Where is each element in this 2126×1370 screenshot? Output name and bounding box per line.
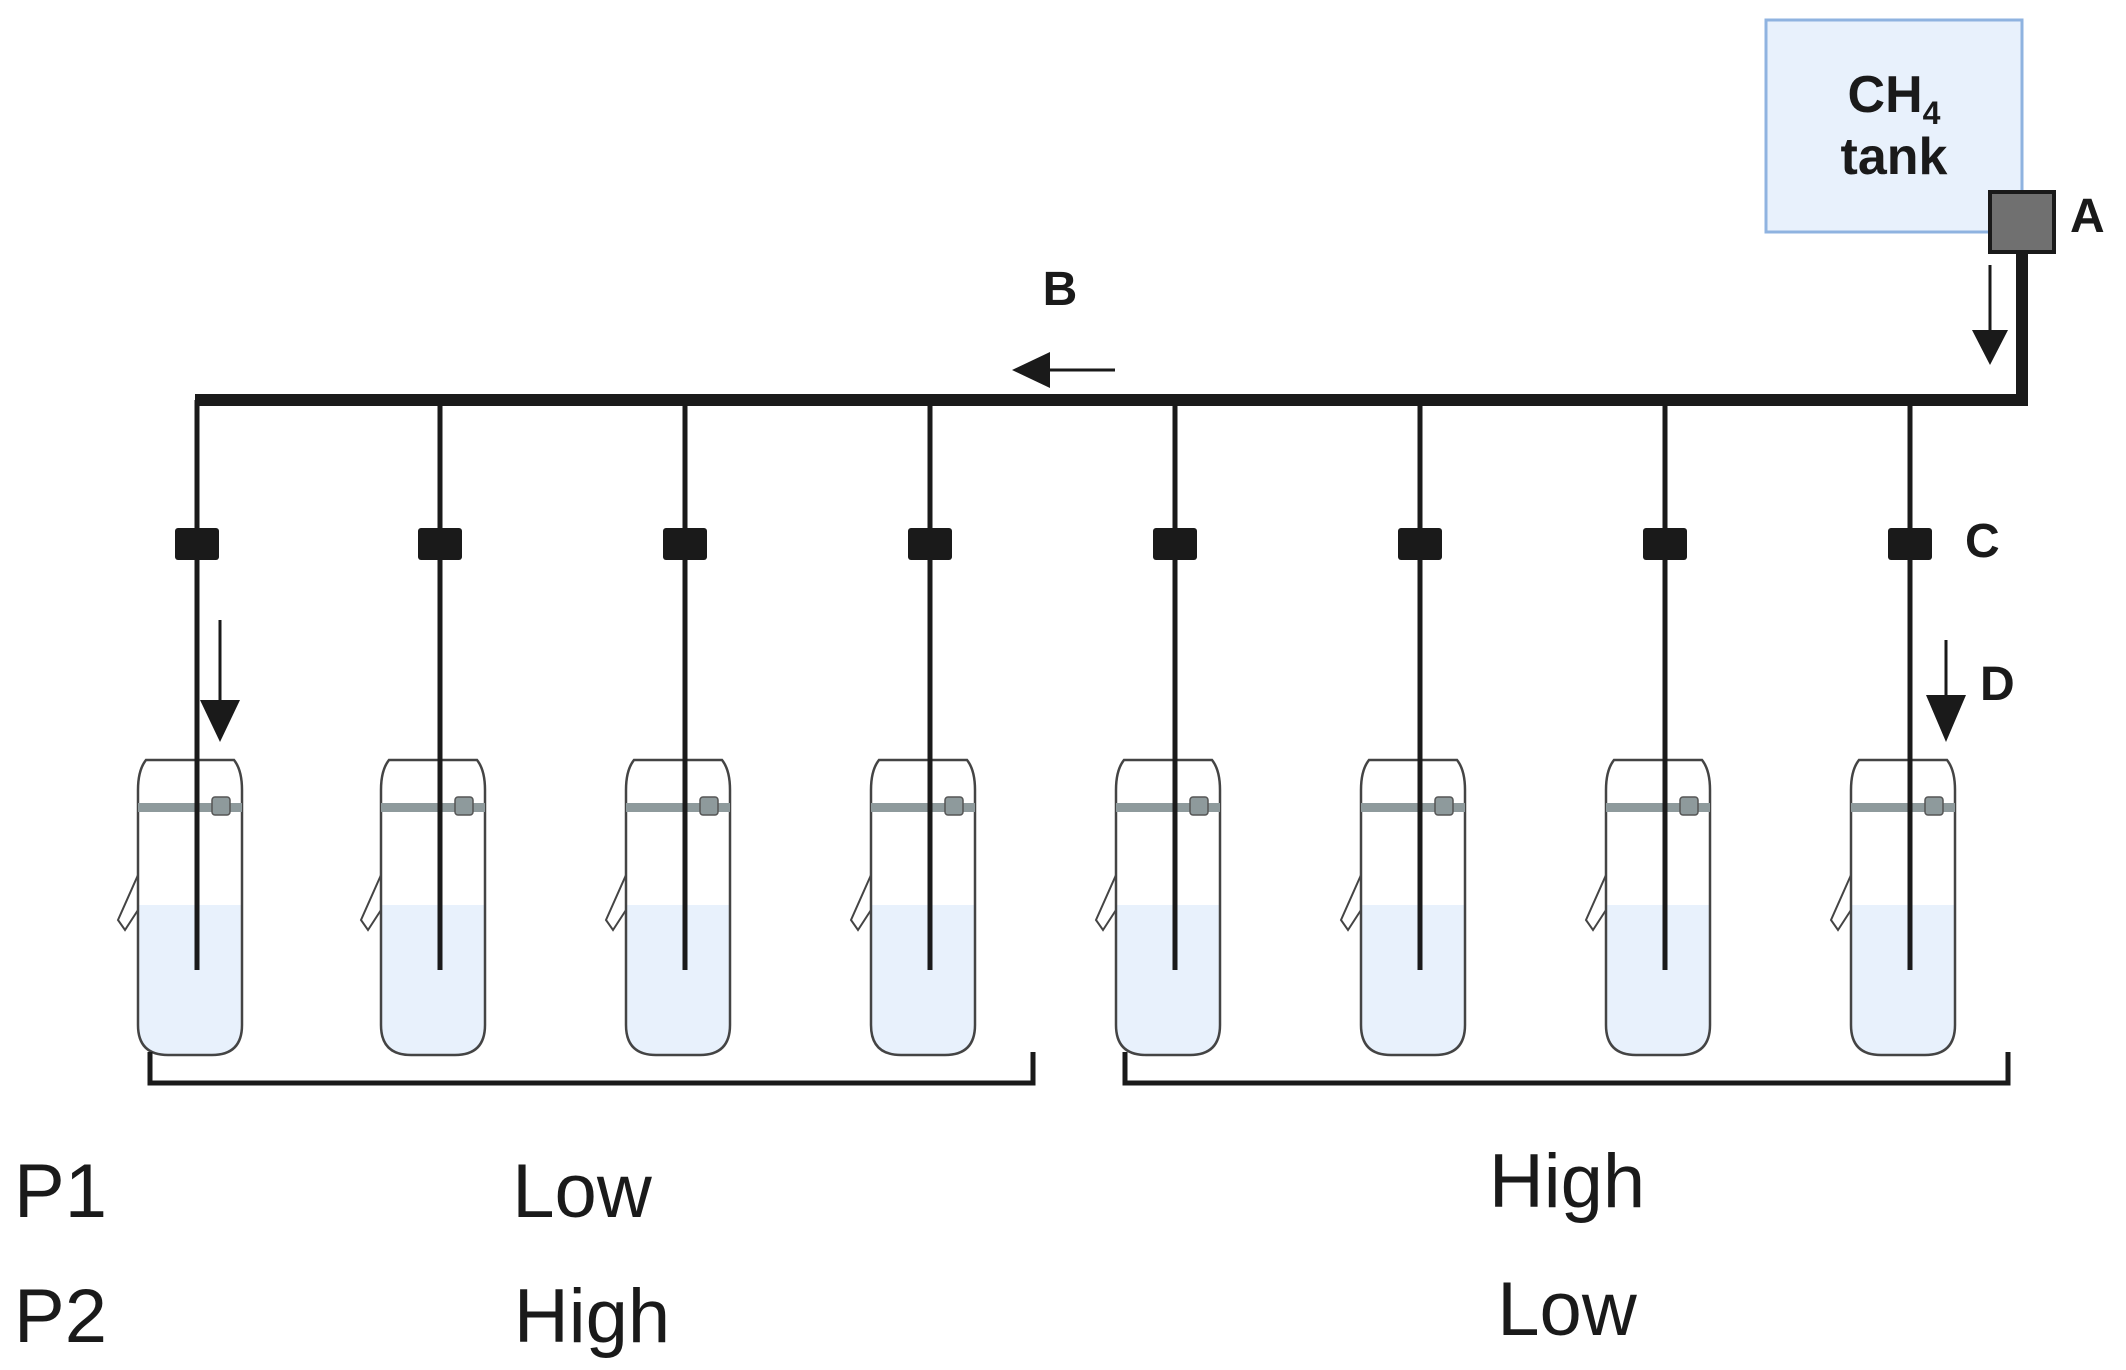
bottle-3	[604, 758, 732, 1057]
bottle-7-cap	[1606, 803, 1710, 812]
bottle-1	[116, 758, 244, 1057]
flow-arrow-into-bottle-1-icon	[200, 620, 240, 742]
bottle-8-liquid	[1851, 905, 1955, 1055]
ch4-tank: CH4 tank	[1764, 18, 2024, 234]
flow-arrow-into-bottle-8-icon	[1926, 640, 1966, 742]
bottle-7-liquid	[1606, 905, 1710, 1055]
bottle-2-liquid	[381, 905, 485, 1055]
branch-valve-6[interactable]	[1398, 528, 1442, 560]
branch-valve-1[interactable]	[175, 528, 219, 560]
group1-p2-value: High	[514, 1274, 670, 1359]
bottle-3-cap	[626, 803, 730, 812]
branch-valve-2[interactable]	[418, 528, 462, 560]
group2-p2-value: Low	[1497, 1267, 1638, 1352]
bottle-4	[849, 758, 977, 1057]
label-d: D	[1980, 658, 2015, 711]
row-label-p1: P1	[14, 1149, 107, 1234]
bottle-5-cap	[1116, 803, 1220, 812]
group2-p1-value: High	[1489, 1139, 1645, 1224]
tank-label-tank: tank	[1841, 128, 1948, 186]
flow-arrow-down-icon	[1972, 265, 2008, 365]
group-bracket-1	[147, 1052, 1036, 1086]
bottle-5-liquid	[1116, 905, 1220, 1055]
group-bracket-2	[1122, 1052, 2011, 1086]
branch-valve-3[interactable]	[663, 528, 707, 560]
branch-valve-7[interactable]	[1643, 528, 1687, 560]
branch-valve-5[interactable]	[1153, 528, 1197, 560]
bottle-2-cap	[381, 803, 485, 812]
branch-valve-8[interactable]	[1888, 528, 1932, 560]
flow-arrow-left-icon	[1012, 352, 1115, 388]
bottle-1-cap	[138, 803, 242, 812]
svg-text:CH4: CH4	[1848, 66, 1941, 131]
branch-lines	[116, 400, 1957, 1057]
tank-label-ch: CH	[1848, 66, 1923, 124]
bottle-1-liquid	[138, 905, 242, 1055]
bottle-3-liquid	[626, 905, 730, 1055]
bottle-5	[1094, 758, 1222, 1057]
label-b: B	[1043, 263, 1078, 316]
main-valve[interactable]	[1988, 190, 2056, 254]
bottle-7	[1584, 758, 1712, 1057]
group1-p1-value: Low	[512, 1149, 653, 1234]
bottle-4-liquid	[871, 905, 975, 1055]
bottle-6-cap	[1361, 803, 1465, 812]
bottle-2	[359, 758, 487, 1057]
bottle-4-cap	[871, 803, 975, 812]
bottle-6-liquid	[1361, 905, 1465, 1055]
label-a: A	[2070, 190, 2105, 243]
tank-label-subscript: 4	[1923, 95, 1941, 131]
bottle-8-cap	[1851, 803, 1955, 812]
branch-valve-4[interactable]	[908, 528, 952, 560]
bottle-6	[1339, 758, 1467, 1057]
bottle-8	[1829, 758, 1957, 1057]
row-label-p2: P2	[14, 1274, 107, 1359]
label-c: C	[1965, 515, 2000, 568]
main-gas-line	[195, 252, 2028, 406]
